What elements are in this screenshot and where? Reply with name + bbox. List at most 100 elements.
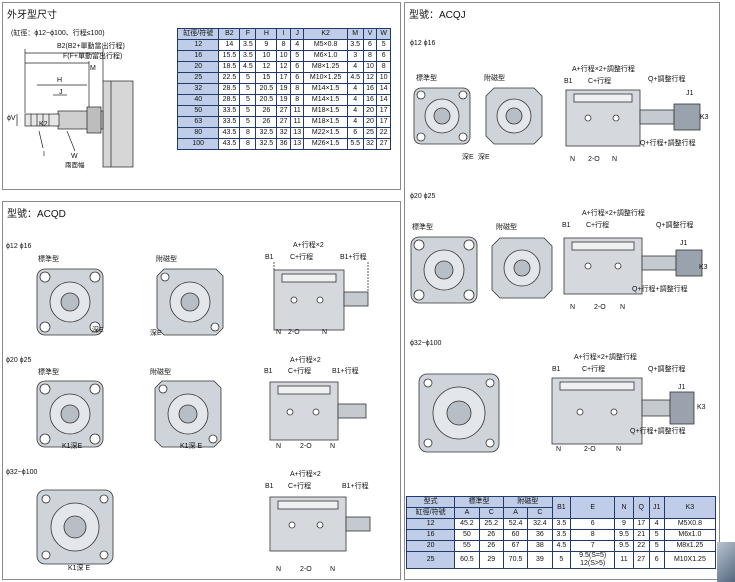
table-cell: 26 — [478, 529, 504, 541]
q-dim-label: Q+調整行程 — [648, 366, 686, 373]
table-cell: 27 — [632, 551, 650, 569]
table-cell: 36 — [276, 138, 291, 150]
table-cell: 60.5 — [454, 551, 480, 569]
table-cell: 6 — [648, 551, 665, 569]
acqj-side-view — [551, 377, 695, 445]
table-cell: 3.5 — [346, 39, 364, 51]
panel-title: 外牙型尺寸 — [7, 10, 57, 21]
table-cell: 3.5 — [551, 518, 572, 530]
table-cell: 28.5 — [218, 83, 241, 95]
table-cell: 17 — [632, 518, 650, 530]
table-cell: 9.5 — [614, 529, 634, 541]
table-cell: 8 — [276, 39, 291, 51]
table-cell: 22 — [632, 540, 650, 552]
acqd-front-view-mag — [154, 380, 222, 448]
i-label: I — [43, 151, 45, 158]
depth-label: K1深 E — [180, 443, 203, 450]
magnetic-type-label: 附磁型 — [156, 256, 177, 263]
header-cell: J — [289, 28, 305, 40]
table-cell: 8 — [362, 50, 378, 62]
table-cell: 70.5 — [502, 551, 529, 569]
table-cell: 22.5 — [218, 72, 241, 84]
table-cell: 60 — [502, 529, 529, 541]
table-cell: 18.5 — [218, 61, 241, 73]
table-cell: 5 — [289, 50, 305, 62]
n-label: N — [612, 156, 618, 163]
table-cell: 32 — [362, 138, 378, 150]
table-cell: 7 — [570, 540, 616, 552]
table-cell: 4.5 — [551, 540, 572, 552]
table-cell: 32.4 — [527, 518, 553, 530]
table-cell: 6 — [362, 39, 378, 51]
table-cell: M5×0.8 — [303, 39, 348, 51]
qs-dim-label: Q+行程+調整行程 — [630, 428, 686, 435]
acqd-front-view-std — [36, 380, 104, 448]
a-dim-label: A+行程×2 — [290, 471, 321, 478]
table-cell: 4.5 — [239, 61, 257, 73]
b1s-label: B1+行程 — [342, 483, 369, 490]
acqd-side-view — [273, 262, 369, 331]
table-cell: 26 — [478, 540, 504, 552]
c-dim-label: C+行程 — [582, 366, 606, 373]
table-cell: 45.2 — [454, 518, 480, 530]
b1s-label: B1+行程 — [340, 254, 367, 261]
table-cell: 17 — [376, 105, 391, 117]
table-cell: 9.5(S=5)12(S>5) — [570, 551, 616, 569]
depth-label: 深E — [462, 154, 474, 161]
table-cell: 12 — [276, 61, 291, 73]
header-cell: I — [276, 28, 291, 40]
n-label: N — [276, 443, 282, 450]
acqj-front-view-mag — [491, 237, 553, 299]
a-dim-label: A+行程×2+調整行程 — [572, 66, 635, 73]
table-cell: 25.2 — [478, 518, 504, 530]
table-cell: 11 — [289, 105, 305, 117]
standard-type-label: 標準型 — [412, 224, 433, 231]
table-cell: 6 — [289, 72, 305, 84]
thread — [24, 113, 60, 127]
table-cell: 4 — [289, 39, 305, 51]
depth-label: 深E — [92, 327, 104, 334]
header-cell: 缸徑/符號 — [405, 507, 456, 519]
table-cell: 16 — [176, 50, 220, 62]
table-cell: 5 — [239, 72, 257, 84]
q-dim-label: Q+調整行程 — [648, 76, 686, 83]
table-cell: 12 — [362, 72, 378, 84]
table-cell: 43.5 — [218, 127, 241, 139]
acqj-side-view — [565, 89, 701, 147]
header-cell: K3 — [663, 496, 717, 519]
depth-label: K1深 E — [68, 565, 91, 572]
table-cell: M22×1.5 — [303, 127, 348, 139]
table-cell: 13 — [289, 138, 305, 150]
w-label: W — [71, 153, 78, 160]
header-cell: J1 — [648, 496, 665, 519]
header-cell: 標準型 — [454, 496, 504, 508]
table-cell: 27 — [376, 138, 391, 150]
j1-label: J1 — [680, 240, 688, 247]
depth-label: K1深E — [62, 443, 83, 450]
table-cell: 43.5 — [218, 138, 241, 150]
table-cell: 3.5 — [551, 529, 572, 541]
acqd-front-view-large — [36, 489, 114, 565]
panel-title: 型號：ACQD — [7, 209, 66, 220]
table-cell: 32.5 — [255, 138, 278, 150]
table-cell: 20 — [176, 61, 220, 73]
table-cell: 3.5 — [239, 39, 257, 51]
table-cell: 17 — [276, 72, 291, 84]
table-cell-line: 12(S>5) — [580, 560, 606, 567]
j-label: J — [59, 89, 63, 96]
acqd-side-view — [269, 496, 371, 552]
n-label: N — [276, 566, 282, 573]
n-label: N — [330, 443, 336, 450]
table-cell: 12 — [176, 39, 220, 51]
c-dim-label: C+行程 — [588, 78, 612, 85]
header-cell: F — [239, 28, 257, 40]
k3-label: K3 — [697, 404, 706, 411]
table-cell: 16 — [362, 83, 378, 95]
table-cell: 10 — [255, 50, 278, 62]
table-cell: M5X0.8 — [663, 518, 717, 530]
a-dim-label: A+行程×2 — [290, 357, 321, 364]
